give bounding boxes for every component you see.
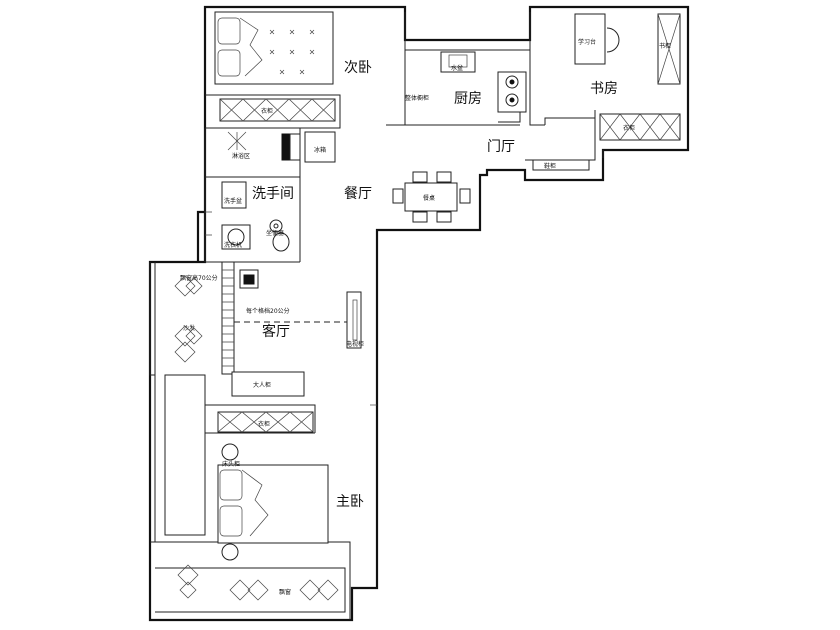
room-study: 书房: [590, 81, 618, 97]
chair: [459, 188, 471, 204]
label-washer: 洗衣机: [224, 241, 242, 249]
pillow: [217, 49, 241, 77]
pillow: [219, 505, 243, 537]
study: 学习台 书柜 衣柜 书房: [574, 13, 681, 141]
shoe-cabinet: [532, 159, 590, 171]
room-bathroom: 洗手间: [252, 186, 294, 202]
desk: [574, 13, 606, 65]
pillow: [217, 17, 241, 45]
plant-icon: [174, 275, 203, 297]
label-desk: 学习台: [578, 38, 596, 46]
bed-second: [214, 11, 334, 85]
dining: 餐桌 餐厅: [344, 171, 471, 223]
label-wardrobe-master: 衣柜: [258, 420, 270, 428]
label-balcony-top: 飘窗高70公分: [180, 274, 218, 282]
chair: [436, 211, 452, 223]
doors: [205, 110, 604, 406]
balcony-left: 飘窗高70公分 沙发: [164, 274, 218, 536]
label-shower: 淋浴区: [232, 152, 250, 160]
room-dining: 餐厅: [344, 186, 372, 202]
chair: [606, 27, 620, 53]
bedside-lamp: [221, 543, 239, 561]
wardrobe-study: [599, 113, 681, 141]
outer-walls: [148, 5, 690, 622]
label-bedside: 床头柜: [222, 460, 240, 468]
label-balcony-mid: 沙发: [183, 324, 195, 332]
second-bedroom: 衣柜 次卧: [205, 11, 372, 129]
room-second-bedroom: 次卧: [344, 60, 372, 76]
label-storage-cabinet: 整体橱柜: [405, 94, 429, 102]
plant-icon: [229, 579, 269, 601]
room-living: 客厅: [262, 323, 290, 340]
label-toilet: 坐便器: [266, 229, 284, 237]
dining-table: [404, 182, 458, 212]
stove: [497, 71, 527, 113]
tv-cabinet: [346, 291, 362, 349]
pillow: [219, 469, 243, 501]
kitchen: 水盆 整体橱柜 厨房: [405, 51, 527, 123]
label-sink: 水盆: [451, 64, 463, 72]
label-tv-cabinet: 电视柜: [346, 340, 364, 348]
label-wardrobe-study: 衣柜: [623, 124, 635, 132]
wash-basin: [221, 181, 247, 209]
label-shoe-cabinet: 鞋柜: [544, 162, 556, 170]
label-dining-table: 餐桌: [423, 194, 435, 202]
fridge: [304, 131, 336, 163]
label-bay-window: 飘窗: [279, 588, 291, 596]
room-master-bedroom: 主卧: [336, 494, 364, 510]
bed-master: [217, 464, 329, 544]
chair: [392, 188, 404, 204]
chair: [412, 171, 428, 183]
label-big-cabinet: 大人柜: [253, 381, 271, 389]
plant-icon: [174, 325, 203, 347]
plant-icon: [299, 579, 339, 601]
plant-icon: [177, 564, 199, 599]
room-kitchen: 厨房: [454, 91, 482, 107]
chair: [436, 171, 452, 183]
label-wash-basin: 洗手盆: [224, 197, 242, 205]
bay-window-bottom: 飘窗: [155, 564, 346, 613]
label-fridge: 冰箱: [314, 146, 326, 154]
floor-drain: [269, 219, 283, 233]
room-foyer: 门厅: [487, 139, 515, 155]
chair: [412, 211, 428, 223]
bed-pattern: [269, 29, 315, 75]
living: 每个格档20公分 电视柜 大人柜 客厅: [221, 261, 364, 397]
master-bedroom: 衣柜 床头柜 主卧: [205, 404, 364, 561]
toilet: [272, 232, 290, 252]
label-partition-note: 每个格档20公分: [246, 307, 290, 315]
bedside-lamp: [221, 443, 239, 461]
foyer: 鞋柜 门厅: [487, 139, 590, 171]
label-wardrobe-second: 衣柜: [261, 107, 273, 115]
label-bookcase: 书柜: [659, 42, 671, 50]
plant-icon: [174, 341, 196, 363]
big-cabinet: [231, 371, 305, 397]
bathroom: 淋浴区 冰箱 洗手盆 洗衣机 坐便器 洗手间: [204, 128, 336, 263]
